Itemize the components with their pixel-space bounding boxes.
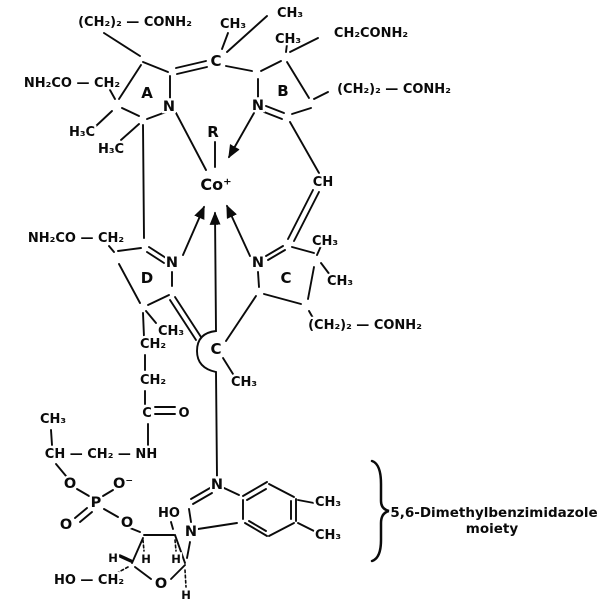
oxygen-label: O: [64, 476, 76, 492]
cobalt-center-label: Co⁺: [200, 175, 231, 194]
nitrogen-label: N: [252, 98, 264, 114]
bridge-carbon-label: C: [210, 52, 221, 70]
hydrogen-label: H: [108, 551, 118, 565]
propionamide-c-label: (CH₂)₂ — CONH₂: [308, 318, 422, 333]
acetamide-a-label: NH₂CO — CH₂: [24, 76, 120, 91]
methyl-label: CH₃: [312, 234, 338, 249]
nitrogen-label: N: [211, 477, 223, 493]
carbonyl-oxygen-label: O: [178, 406, 189, 421]
nitrogen-label: N: [185, 524, 197, 540]
atom-and-group-labels: (CH₂)₂ — CONH₂ CH₃ CH₃ CH₂CONH₂ CH₃ NH₂C…: [22, 4, 454, 605]
methyl-label: H₃C: [98, 142, 124, 157]
methyl-label: CH₃: [158, 324, 184, 339]
hydrogen-label: H: [181, 588, 191, 602]
nitrogen-label: N: [252, 255, 264, 271]
methyl-label: CH₃: [315, 528, 341, 543]
methyl-label: CH₃: [315, 495, 341, 510]
carbonyl-carbon-label: C: [142, 406, 152, 421]
methylene-label: CH₂: [140, 373, 166, 388]
ring-oxygen-label: O: [155, 576, 167, 592]
annotation-line-2: moiety: [466, 521, 519, 537]
oxygen-label: O: [60, 517, 72, 533]
brace-annotation-text: 5,6-Dimethylbenzimidazole moiety: [388, 503, 600, 540]
ring-c-label: C: [280, 269, 291, 287]
nitrogen-label: N: [163, 99, 175, 115]
methyl-label: CH₃: [277, 6, 303, 21]
ring-d-label: D: [141, 269, 153, 287]
acetamide-b-label: CH₂CONH₂: [334, 26, 408, 41]
annotation-brace: [370, 459, 390, 563]
phosphorus-label: P: [91, 495, 102, 511]
methyl-label: CH₃: [275, 32, 301, 47]
oxygen-label: O: [121, 515, 133, 531]
methyl-label: CH₃: [40, 412, 66, 427]
methine-bridge-label: CH: [313, 175, 333, 190]
methyl-label: CH₃: [231, 375, 257, 390]
aminopropanol-chain-label: CH — CH₂ — NH: [45, 447, 157, 462]
acetamide-d-label: NH₂CO — CH₂: [28, 231, 124, 246]
methylene-label: CH₂: [140, 337, 166, 352]
methyl-label: CH₃: [327, 274, 353, 289]
nitrogen-label: N: [166, 255, 178, 271]
ring-b-label: B: [277, 82, 288, 100]
ring-a-label: A: [141, 84, 153, 102]
hydroxyl-label: HO: [158, 506, 180, 521]
r-group-label: R: [207, 123, 219, 141]
bond-lines: [50, 15, 331, 588]
methyl-label: CH₃: [220, 17, 246, 32]
cobalt-coordination-arrows: [175, 112, 255, 478]
hydroxymethyl-label: HO — CH₂: [54, 573, 124, 588]
hydrogen-label: H: [141, 552, 151, 566]
propionamide-a-label: (CH₂)₂ — CONH₂: [78, 15, 192, 30]
oxygen-anion-label: O⁻: [113, 476, 133, 492]
annotation-line-1: 5,6-Dimethylbenzimidazole: [390, 505, 597, 521]
bridge-carbon-label: C: [210, 340, 221, 358]
hydrogen-label: H: [171, 552, 181, 566]
methyl-label: H₃C: [69, 125, 95, 140]
propionamide-b-label: (CH₂)₂ — CONH₂: [337, 82, 451, 97]
